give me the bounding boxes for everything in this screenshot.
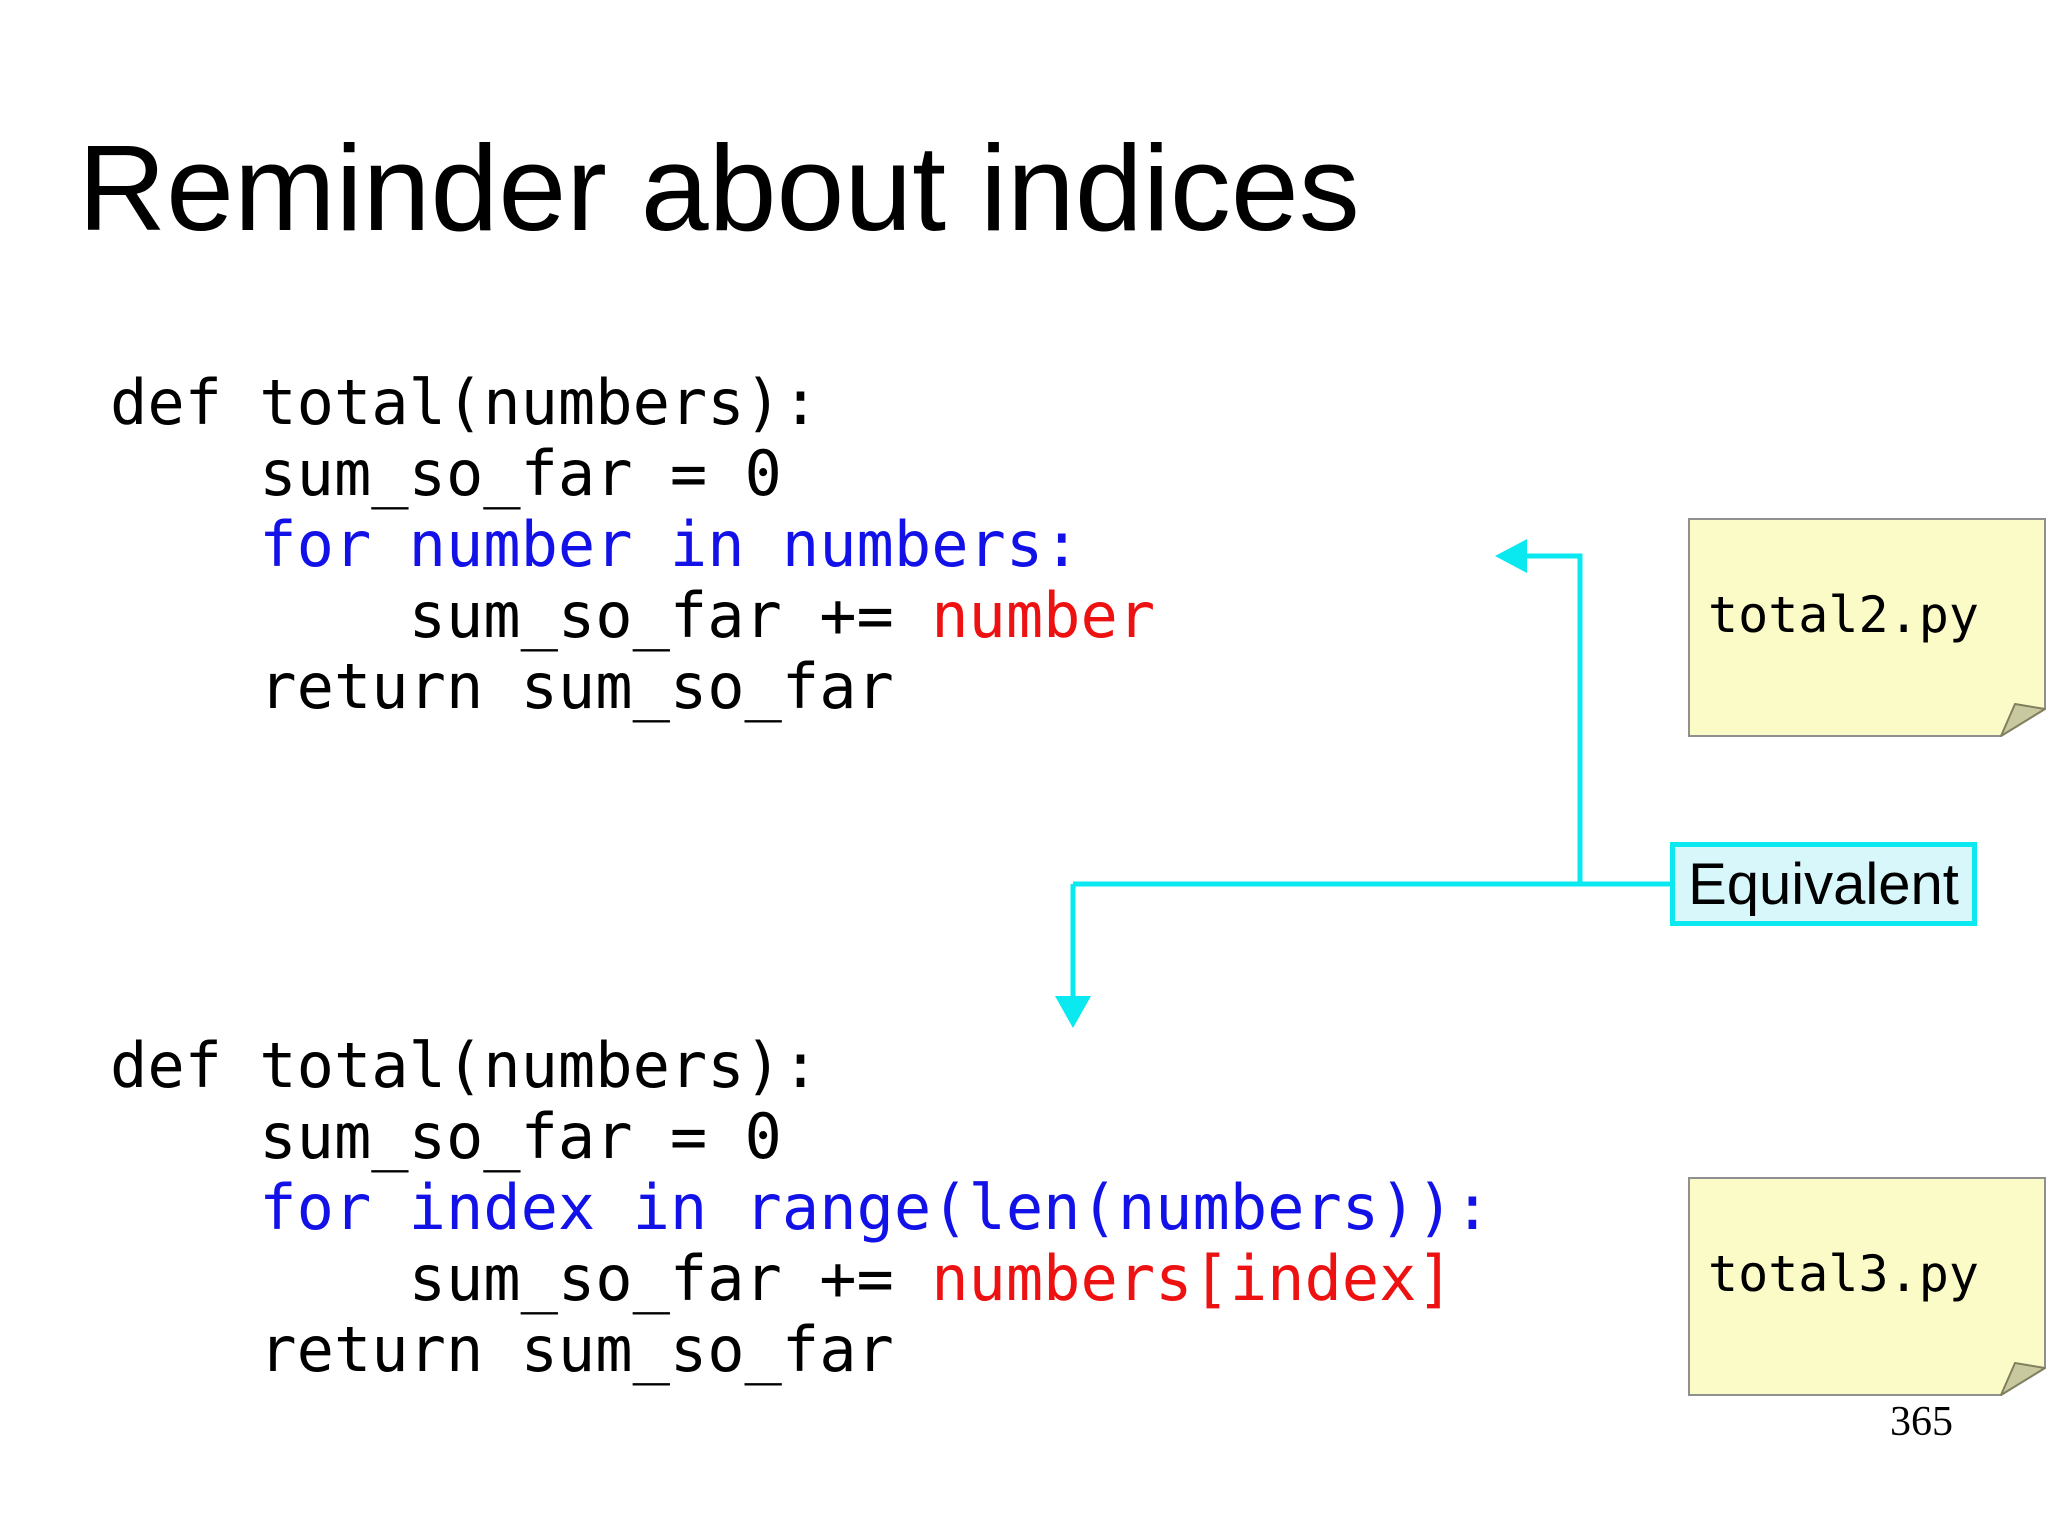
code-block-total2: def total(numbers): sum_so_far = 0 for n…: [110, 367, 1155, 722]
equivalent-label: Equivalent: [1688, 851, 1959, 917]
page-number: 365: [1890, 1399, 1953, 1445]
code-line: def total(numbers):: [110, 367, 1155, 438]
code-line: for index in range(len(numbers)):: [110, 1172, 1491, 1243]
code-segment: for index in range(len(numbers)):: [110, 1171, 1492, 1244]
connector-up-branch-line: [1524, 553, 1583, 884]
code-line: return sum_so_far: [110, 1314, 1491, 1385]
note-filename-total3: total3.py: [1708, 1244, 1979, 1303]
note-filename-total2: total2.py: [1708, 585, 1979, 644]
code-segment: def total(numbers):: [110, 1029, 820, 1102]
code-line: def total(numbers):: [110, 1030, 1491, 1101]
code-segment: return sum_so_far: [110, 650, 894, 723]
folded-corner-icon: [2000, 703, 2046, 737]
code-line: return sum_so_far: [110, 651, 1155, 722]
code-line: sum_so_far += number: [110, 579, 1156, 652]
code-segment: number: [931, 579, 1156, 652]
code-segment: sum_so_far +=: [110, 1242, 932, 1315]
code-segment: for number in numbers:: [110, 508, 1081, 581]
slide-title: Reminder about indices: [78, 120, 1360, 256]
equivalent-callout: Equivalent: [1670, 842, 1977, 926]
code-segment: sum_so_far +=: [110, 579, 932, 652]
sticky-note-total2: total2.py: [1688, 518, 2046, 737]
sticky-note-shape: [1688, 518, 2046, 737]
code-line: for number in numbers:: [110, 509, 1155, 580]
code-line: sum_so_far = 0: [110, 438, 1155, 509]
code-segment: sum_so_far = 0: [110, 437, 782, 510]
code-line: sum_so_far += numbers[index]: [110, 1243, 1491, 1314]
arrow-down-icon: [1055, 996, 1091, 1028]
code-line: sum_so_far = 0: [110, 1101, 1491, 1172]
arrow-left-icon: [1495, 539, 1527, 573]
code-segment: numbers[index]: [931, 1242, 1454, 1315]
code-segment: sum_so_far = 0: [110, 1100, 782, 1173]
sticky-note-total3: total3.py: [1688, 1177, 2046, 1396]
folded-corner-icon: [2000, 1362, 2046, 1396]
code-segment: def total(numbers):: [110, 366, 820, 439]
sticky-note-shape: [1688, 1177, 2046, 1396]
code-block-total3: def total(numbers): sum_so_far = 0 for i…: [110, 1030, 1491, 1385]
code-segment: return sum_so_far: [110, 1313, 894, 1386]
